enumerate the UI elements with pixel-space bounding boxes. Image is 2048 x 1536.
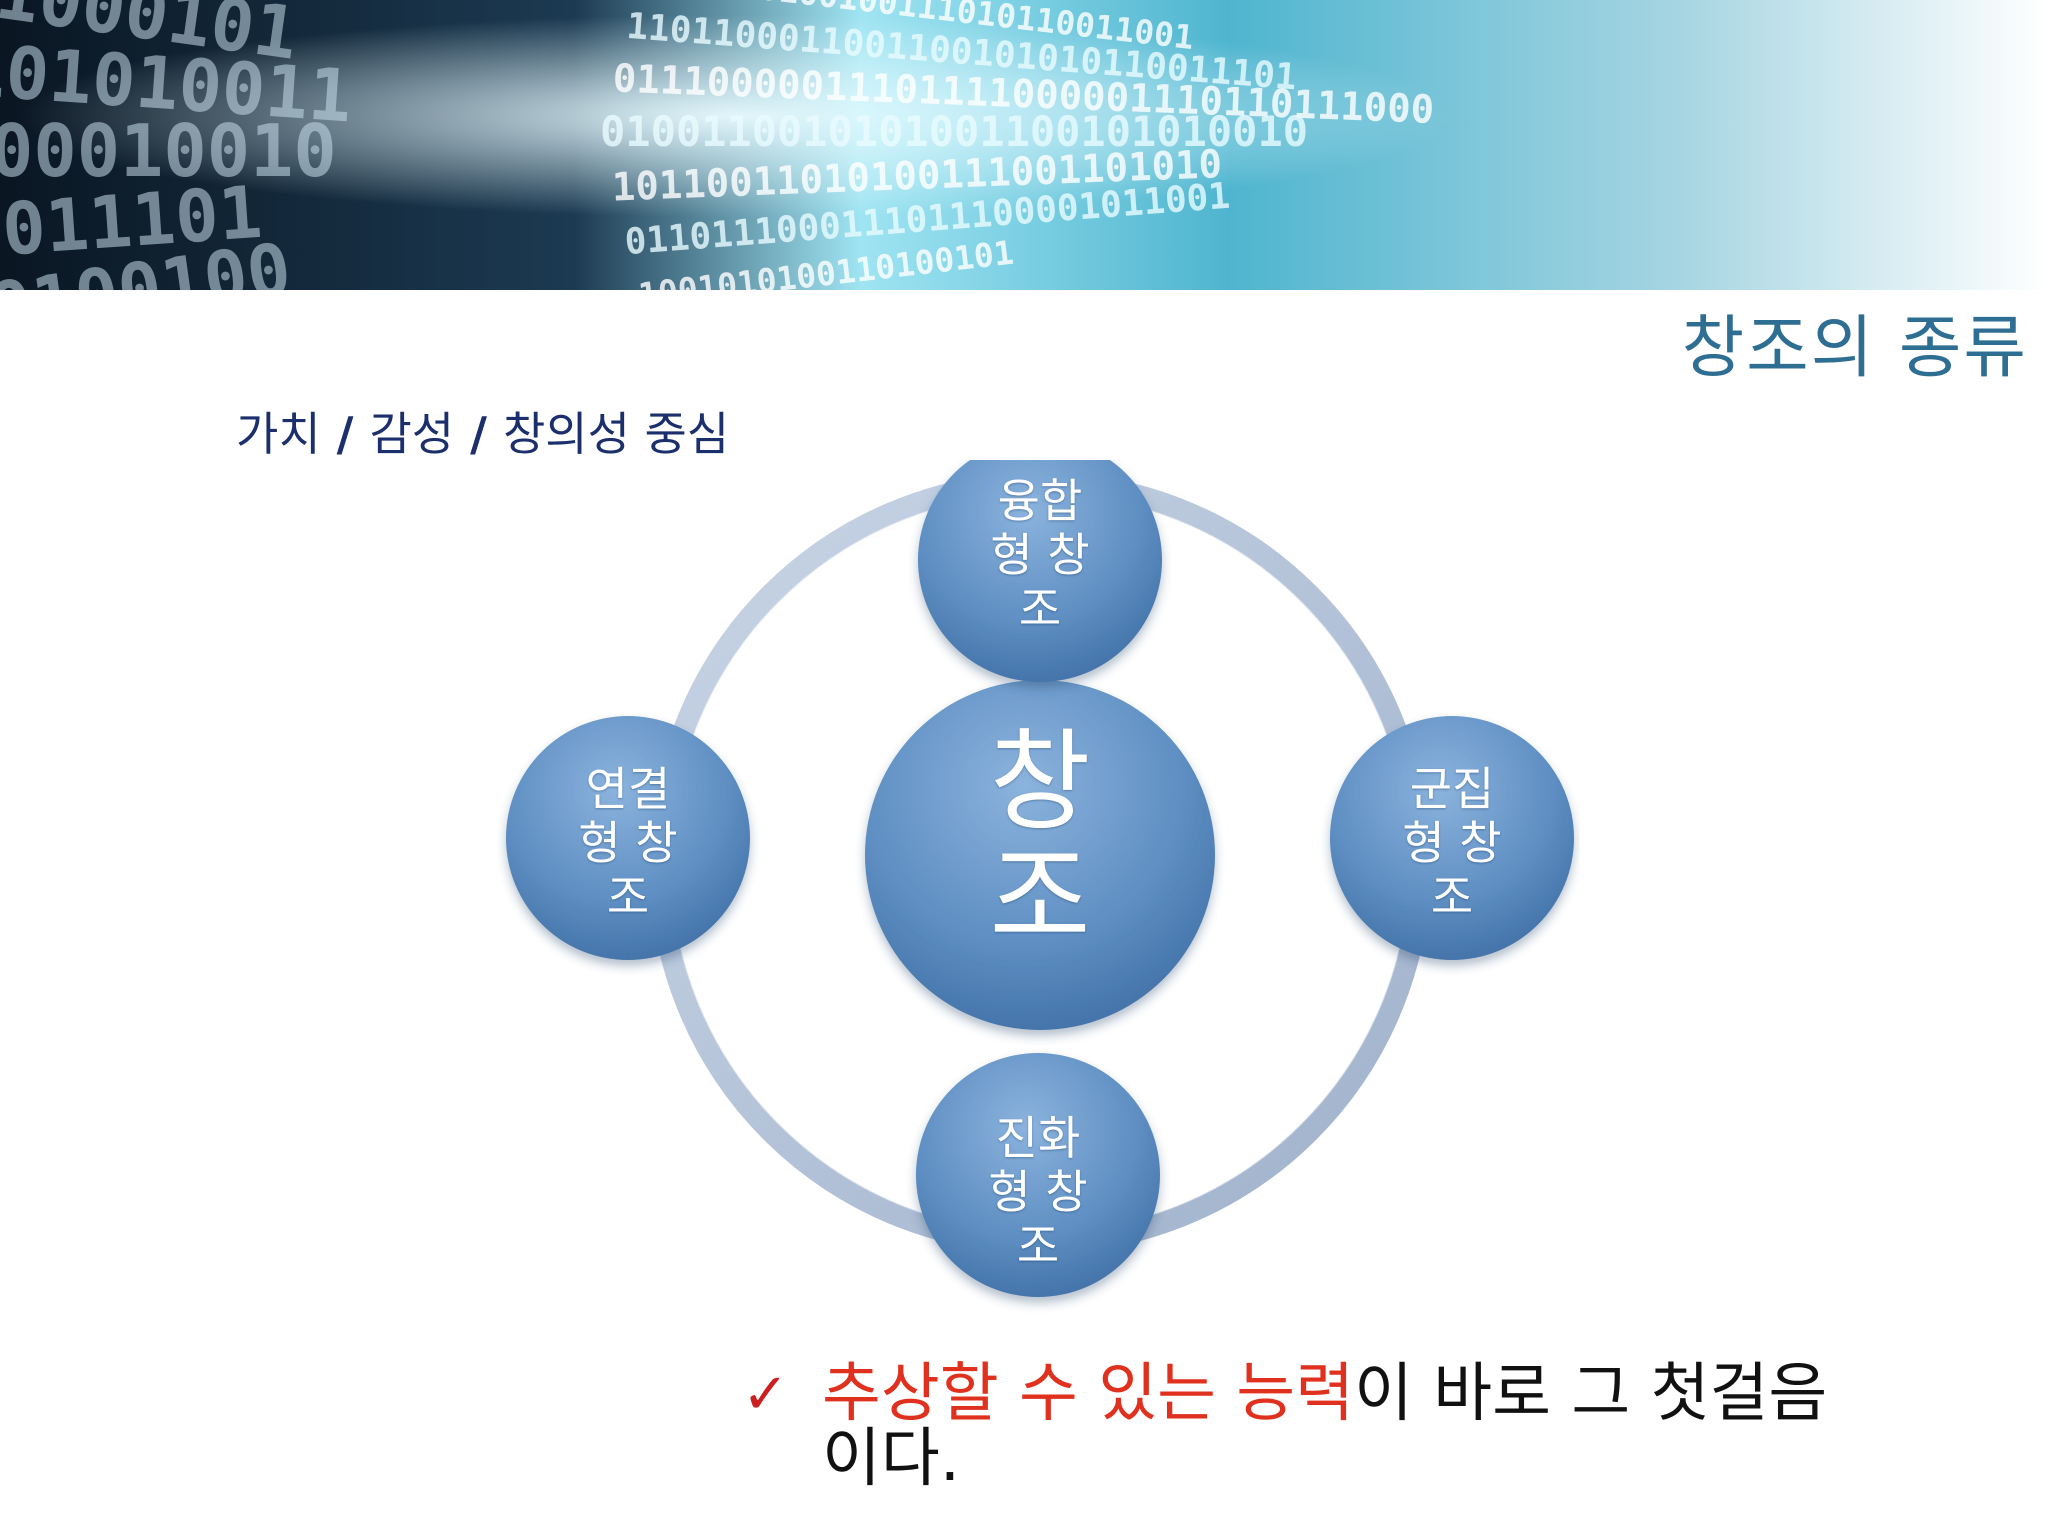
node-label-line: 조 bbox=[1016, 1218, 1060, 1273]
node-label-line: 조 bbox=[1018, 581, 1062, 636]
node-label-line: 융합 bbox=[997, 474, 1083, 528]
subtitle-value: 가치 bbox=[236, 407, 321, 461]
node-bottom bbox=[916, 1053, 1160, 1297]
node-label-line: 조 bbox=[1430, 869, 1474, 924]
center-label-line: 조 bbox=[989, 833, 1091, 962]
subtitle: 가치 / 감성 / 창의성 중심 bbox=[236, 398, 729, 464]
node-label-line: 조 bbox=[606, 869, 650, 924]
center-node-label: 창 조 bbox=[920, 718, 1160, 962]
bullet-highlight: 추상할 수 있는 능력 bbox=[822, 1357, 1355, 1431]
node-label-line: 형 창 bbox=[988, 1164, 1088, 1219]
node-left-label: 연결 형 창 조 bbox=[518, 762, 738, 924]
bullet-rest: 이 바로 그 첫걸음 이다. bbox=[822, 1357, 1828, 1497]
checkmark-icon: ✓ bbox=[742, 1362, 789, 1427]
node-label-line: 형 창 bbox=[578, 815, 678, 870]
node-top bbox=[918, 460, 1162, 682]
center-label-line: 창 bbox=[989, 718, 1091, 846]
node-bottom-label: 진화 형 창 조 bbox=[928, 1111, 1148, 1273]
node-right-label: 군집 형 창 조 bbox=[1342, 762, 1562, 924]
subtitle-separator: / bbox=[320, 407, 370, 461]
node-label-line: 연결 bbox=[585, 762, 671, 816]
node-label-line: 형 창 bbox=[1402, 815, 1502, 870]
banner-binary-row-left: 00010010 bbox=[0, 109, 337, 193]
subtitle-separator: / bbox=[454, 407, 503, 461]
node-label-line: 군집 bbox=[1409, 762, 1495, 816]
bullet-text: 추상할 수 있는 능력이 바로 그 첫걸음 이다. bbox=[822, 1361, 1862, 1493]
center-node bbox=[865, 680, 1215, 1030]
subtitle-creativity: 창의성 중심 bbox=[502, 407, 730, 461]
header-banner-image: 1011001110100110010001101010010011101011… bbox=[0, 0, 2048, 290]
node-label-line: 진화 bbox=[995, 1111, 1081, 1165]
banner-binary-row: 0100110010101001100101010010 bbox=[600, 107, 1308, 156]
subtitle-emotion: 감성 bbox=[369, 407, 455, 461]
node-right bbox=[1330, 716, 1574, 960]
node-left bbox=[506, 716, 750, 960]
node-top-label: 융합 형 창 조 bbox=[930, 474, 1150, 636]
slide-title: 창조의 종류 bbox=[1681, 309, 2028, 388]
creation-types-diagram: 창 조 융합 형 창 조 연결 형 창 조 군집 형 창 조 진화 형 창 조 bbox=[480, 460, 1580, 1340]
node-label-line: 형 창 bbox=[990, 527, 1090, 582]
